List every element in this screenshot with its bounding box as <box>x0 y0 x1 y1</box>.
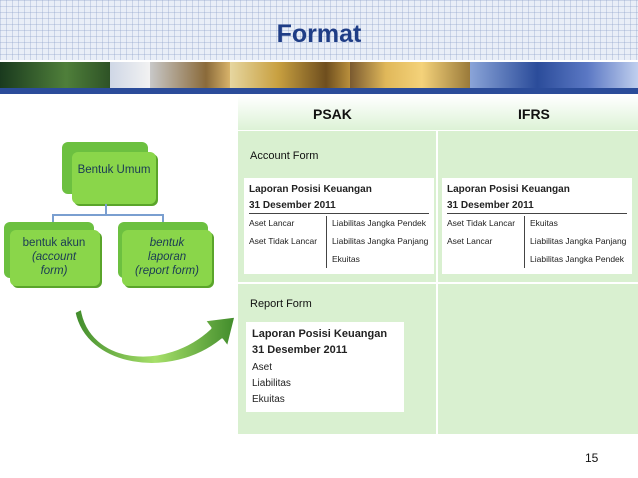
banner-segment-coins <box>230 62 350 88</box>
psak-account-right-item: Liabilitas Jangka Pendek <box>332 218 427 228</box>
column-header-psak: PSAK <box>313 106 352 122</box>
psak-account-form-card: Laporan Posisi Keuangan 31 Desember 2011… <box>244 178 434 274</box>
psak-account-right-item: Liabilitas Jangka Panjang <box>332 236 429 246</box>
slide-header <box>0 0 638 60</box>
banner-segment-gold <box>350 62 470 88</box>
ifrs-account-date: 31 Desember 2011 <box>447 200 534 211</box>
connector-right <box>162 214 164 226</box>
psak-report-item: Aset <box>252 362 273 373</box>
child-box-account <box>10 230 100 286</box>
ifrs-account-right-item: Liabilitas Jangka Panjang <box>530 236 627 246</box>
psak-report-item: Ekuitas <box>252 394 285 405</box>
header-separator <box>238 130 638 131</box>
psak-report-title: Laporan Posisi Keuangan <box>252 328 388 340</box>
psak-account-right-item: Ekuitas <box>332 254 360 264</box>
page-number: 15 <box>585 451 599 465</box>
account-form-label: Account Form <box>250 150 319 162</box>
psak-account-divider <box>326 216 327 268</box>
child-report-line3: (report form) <box>135 265 199 277</box>
table-header: PSAK IFRS <box>238 96 638 130</box>
root-box-label: Bentuk Umum <box>77 164 151 176</box>
ifrs-account-form-card: Laporan Posisi Keuangan 31 Desember 2011… <box>442 178 632 274</box>
psak-report-item: Liabilitas <box>252 378 291 389</box>
psak-account-left-item: Aset Tidak Lancar <box>249 236 318 246</box>
ifrs-account-left-item: Aset Lancar <box>447 236 493 246</box>
child-report-label: bentuk laporan (report form) <box>116 236 218 278</box>
ifrs-account-right-item: Liabilitas Jangka Pendek <box>530 254 625 264</box>
child-box-report <box>122 230 212 286</box>
psak-report-form-card: Laporan Posisi Keuangan 31 Desember 2011… <box>246 322 404 412</box>
banner-segment-paper <box>110 62 150 88</box>
comparison-table: PSAK IFRS Account Form Report Form Lapor… <box>238 96 638 434</box>
banner-segment-plant <box>0 62 110 88</box>
connector-horizontal <box>52 214 164 216</box>
header-divider <box>0 88 638 94</box>
format-diagram: Bentuk Umum bentuk akun (account form) b… <box>0 138 238 378</box>
slide-title: Format <box>276 20 362 48</box>
ifrs-account-divider <box>524 216 525 268</box>
child-account-label: bentuk akun (account form) <box>6 236 102 278</box>
psak-account-left-item: Aset Lancar <box>249 218 295 228</box>
curved-arrow-icon <box>72 306 238 366</box>
child-account-line3: form) <box>40 265 68 277</box>
banner-segment-pen <box>150 62 230 88</box>
child-account-line1: bentuk akun <box>22 237 86 249</box>
ifrs-account-rule <box>447 213 627 214</box>
child-report-line1: bentuk <box>149 237 185 249</box>
child-report-line2: laporan <box>147 251 187 263</box>
column-header-ifrs: IFRS <box>518 106 550 122</box>
report-form-label: Report Form <box>250 298 312 310</box>
ifrs-account-right-item: Ekuitas <box>530 218 558 228</box>
connector-left <box>52 214 54 226</box>
connector-vertical <box>105 204 107 214</box>
header-banner-image <box>0 62 638 88</box>
ifrs-account-title: Laporan Posisi Keuangan <box>447 184 570 195</box>
row-separator <box>238 282 638 284</box>
psak-account-date: 31 Desember 2011 <box>249 200 336 211</box>
ifrs-account-left-item: Aset Tidak Lancar <box>447 218 516 228</box>
child-account-line2: (account <box>31 251 77 263</box>
banner-segment-keyboard <box>470 62 638 88</box>
psak-account-rule <box>249 213 429 214</box>
psak-account-title: Laporan Posisi Keuangan <box>249 184 372 195</box>
psak-report-date: 31 Desember 2011 <box>252 344 348 356</box>
root-box <box>72 152 156 204</box>
